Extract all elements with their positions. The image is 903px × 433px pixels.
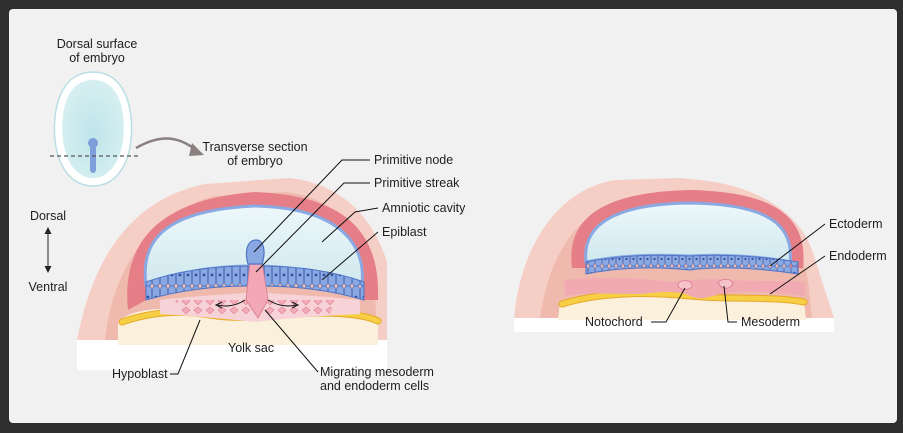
notochord-leader [651, 287, 686, 323]
primitive-streak-leader [255, 182, 370, 273]
dorsal-label: Dorsal [30, 209, 66, 223]
right-cross-section [514, 178, 834, 332]
hypoblast-leader [170, 319, 201, 375]
mesoderm-leader [723, 285, 737, 323]
notochord-label: Notochord [585, 315, 643, 329]
migrating-cells-leader [264, 309, 319, 373]
ventral-label: Ventral [29, 280, 68, 294]
transverse-label-2: of embryo [227, 154, 283, 168]
amniotic-cavity-leader [321, 207, 379, 243]
amniotic-cavity-label: Amniotic cavity [382, 201, 466, 215]
ectoderm-label: Ectoderm [829, 217, 883, 231]
primitive-streak-label: Primitive streak [374, 176, 460, 190]
dorsal-ventral-arrow [44, 227, 52, 273]
endoderm-label: Endoderm [829, 249, 887, 263]
epiblast-leader [321, 231, 379, 281]
endoderm-leader [769, 255, 826, 295]
embryo-dorsal-view [53, 71, 133, 187]
mesoderm-label: Mesoderm [741, 315, 800, 329]
yolk-sac-label: Yolk sac [228, 341, 274, 355]
transverse-label-1: Transverse section [202, 140, 307, 154]
ectoderm-leader [769, 223, 826, 267]
dorsal-surface-label-2: of embryo [69, 51, 125, 65]
migrating-label-2: and endoderm cells [320, 379, 429, 393]
primitive-node-leader [253, 159, 370, 253]
dorsal-surface-label-1: Dorsal surface [57, 37, 138, 51]
section-arrow [135, 137, 197, 151]
section-arrowhead [189, 143, 204, 156]
epiblast-label: Epiblast [382, 225, 427, 239]
hypoblast-label: Hypoblast [112, 367, 168, 381]
primitive-node-label: Primitive node [374, 153, 453, 167]
migrating-label-1: Migrating mesoderm [320, 365, 434, 379]
